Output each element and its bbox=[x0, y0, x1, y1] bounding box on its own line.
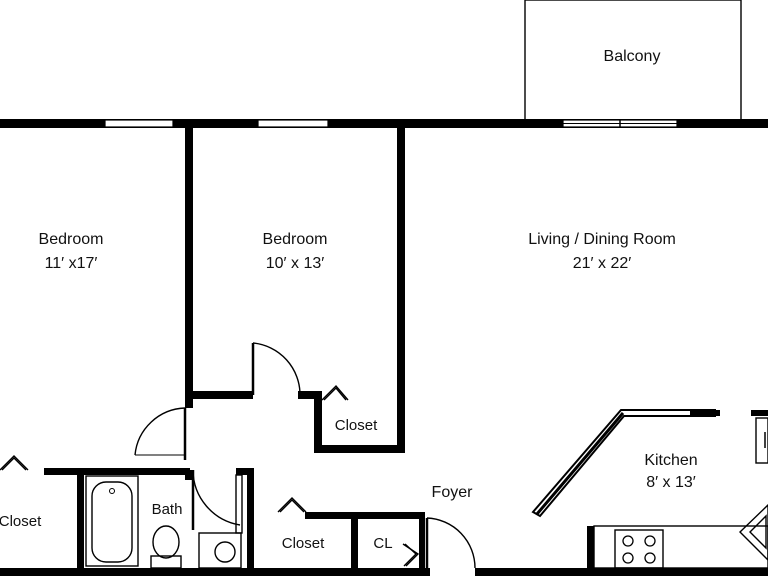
bifold-door bbox=[323, 386, 347, 401]
bathtub-basin bbox=[91, 481, 133, 563]
exterior-wall-bottom bbox=[0, 568, 430, 576]
bifold-door bbox=[1, 457, 27, 471]
refrigerator bbox=[755, 417, 768, 464]
door-swing bbox=[252, 342, 301, 396]
burner bbox=[622, 552, 634, 564]
window bbox=[104, 119, 174, 128]
toilet-bowl bbox=[152, 525, 180, 559]
door-swing bbox=[426, 517, 476, 569]
bedroom-1-size: 11′ x17′ bbox=[45, 255, 98, 272]
stove bbox=[614, 529, 664, 569]
burner bbox=[644, 535, 656, 547]
wall bbox=[298, 391, 322, 399]
closet-hall-label: Closet bbox=[282, 535, 325, 552]
tub-drain bbox=[109, 488, 115, 494]
sink bbox=[214, 541, 236, 563]
wall-edge bbox=[235, 474, 243, 534]
burner bbox=[644, 552, 656, 564]
bifold-door bbox=[279, 499, 305, 513]
bifold-door bbox=[277, 497, 307, 513]
kitchen-sink bbox=[739, 504, 768, 561]
burner bbox=[622, 535, 634, 547]
door-swing bbox=[134, 407, 186, 456]
vanity bbox=[198, 532, 242, 569]
toilet-tank bbox=[150, 555, 182, 569]
wall bbox=[419, 512, 425, 576]
living-room-label: Living / Dining Room bbox=[528, 231, 676, 248]
bedroom-1-label: Bedroom bbox=[39, 231, 104, 248]
bedroom-2-label: Bedroom bbox=[263, 231, 328, 248]
wall bbox=[305, 512, 425, 519]
bifold-door bbox=[321, 384, 349, 401]
bifold-door bbox=[0, 455, 29, 471]
wall bbox=[751, 410, 768, 416]
wall bbox=[314, 391, 322, 453]
wall bbox=[314, 445, 405, 453]
wall bbox=[44, 468, 190, 475]
kitchen-label: Kitchen bbox=[644, 452, 697, 469]
wall bbox=[185, 470, 193, 480]
bedroom-2-size: 10′ x 13′ bbox=[266, 255, 324, 272]
closet-bedroom-label: Closet bbox=[335, 417, 378, 434]
wall bbox=[236, 468, 254, 475]
bath-label: Bath bbox=[152, 501, 183, 518]
wall bbox=[397, 125, 405, 453]
kitchen-counter bbox=[593, 525, 768, 569]
wall bbox=[247, 468, 254, 576]
exterior-wall-top bbox=[0, 119, 768, 128]
wall bbox=[190, 391, 253, 399]
closet-left-label: Closet bbox=[0, 513, 42, 530]
balcony-label: Balcony bbox=[604, 48, 661, 65]
kitchen-sink-basin bbox=[749, 514, 767, 550]
foyer-label: Foyer bbox=[432, 484, 474, 501]
window bbox=[257, 119, 329, 128]
kitchen-size: 8′ x 13′ bbox=[646, 474, 696, 491]
wall bbox=[77, 470, 84, 576]
door-swing bbox=[192, 469, 241, 526]
wall bbox=[351, 512, 358, 576]
cl-label: CL bbox=[373, 535, 392, 552]
bifold-door bbox=[403, 543, 418, 567]
counter-edge bbox=[535, 412, 625, 515]
wall bbox=[587, 526, 594, 576]
exterior-wall-bottom bbox=[475, 568, 768, 576]
wall bbox=[690, 410, 720, 416]
wall bbox=[185, 125, 193, 408]
bathtub bbox=[85, 475, 139, 567]
living-room-size: 21′ x 22′ bbox=[573, 255, 631, 272]
